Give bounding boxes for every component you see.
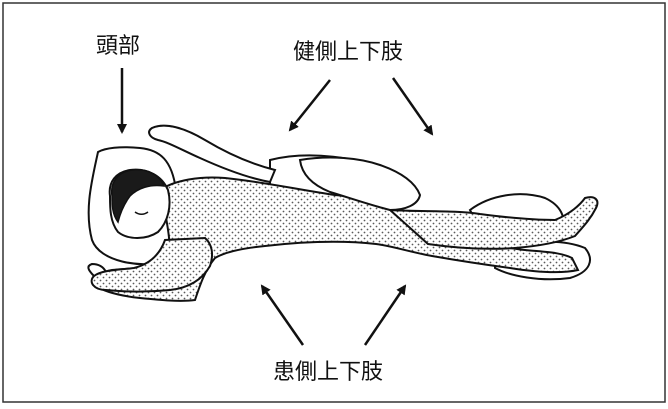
unaffected-arm-arrow (290, 80, 330, 130)
label-head: 頭部 (96, 36, 140, 58)
affected-leg-arrow (365, 286, 405, 345)
label-affected-limbs: 患側上下肢 (273, 362, 383, 384)
unaffected-leg-arrow (393, 78, 432, 134)
label-unaffected-limbs: 健側上下肢 (293, 42, 403, 64)
affected-arm-arrow (262, 286, 303, 345)
